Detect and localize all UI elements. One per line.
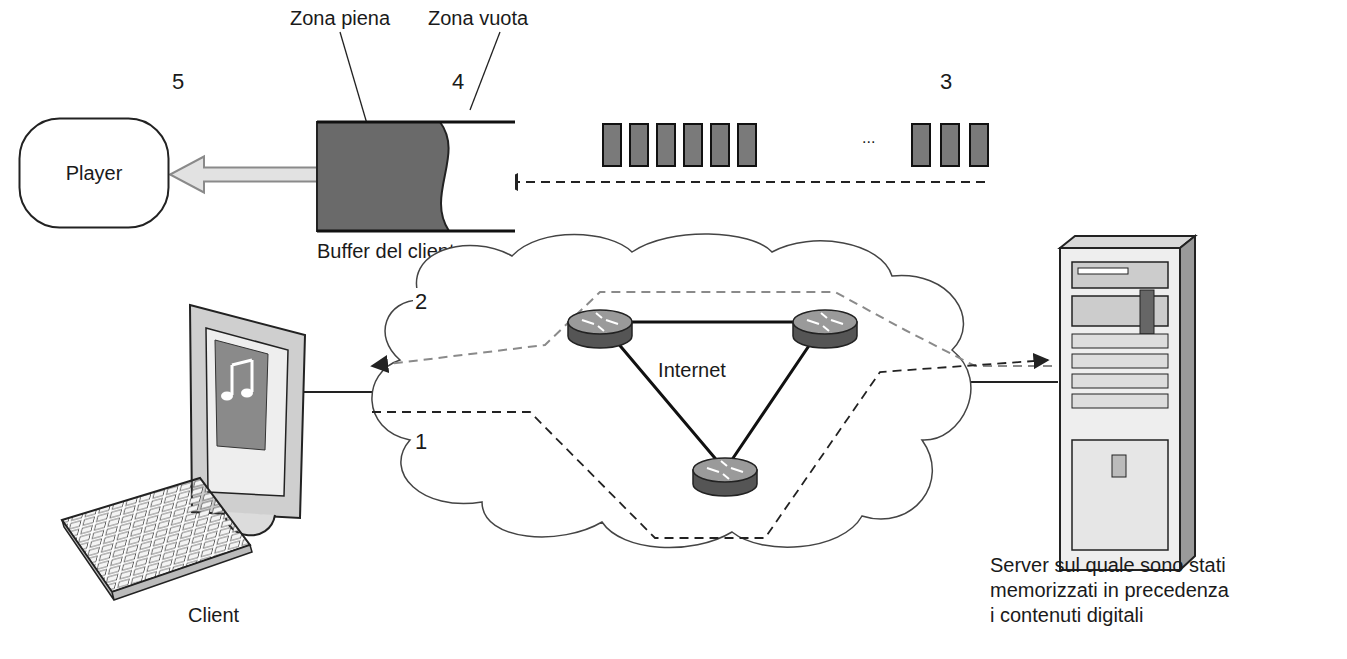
node-label: Player bbox=[66, 162, 123, 185]
playback-arrow bbox=[170, 157, 317, 193]
callout-number: 2 bbox=[413, 288, 429, 316]
device-label: Client bbox=[188, 603, 239, 628]
node-outline bbox=[360, 228, 990, 558]
zone-label: Zona piena bbox=[290, 6, 390, 31]
callout-number: 4 bbox=[452, 68, 464, 96]
callout-number: 3 bbox=[940, 68, 952, 96]
internet-cloud: Internet bbox=[360, 228, 990, 558]
zone-label: Zona vuota bbox=[428, 6, 528, 31]
server-caption: Server sul quale sono stati memorizzati … bbox=[990, 553, 1236, 628]
packet-row bbox=[603, 124, 988, 166]
callout-number: 5 bbox=[172, 68, 184, 96]
player-box: Player bbox=[18, 117, 170, 229]
client-buffer: Buffer del client bbox=[317, 120, 515, 233]
callout-number: 1 bbox=[413, 428, 429, 456]
node-outline bbox=[317, 120, 515, 233]
node-label: Internet bbox=[658, 359, 726, 382]
server bbox=[1060, 236, 1195, 570]
client-computer bbox=[62, 305, 305, 600]
ellipsis: ... bbox=[862, 128, 875, 148]
cable bbox=[303, 391, 380, 393]
data-stream-arrow bbox=[502, 181, 985, 183]
leader-line bbox=[470, 32, 500, 110]
